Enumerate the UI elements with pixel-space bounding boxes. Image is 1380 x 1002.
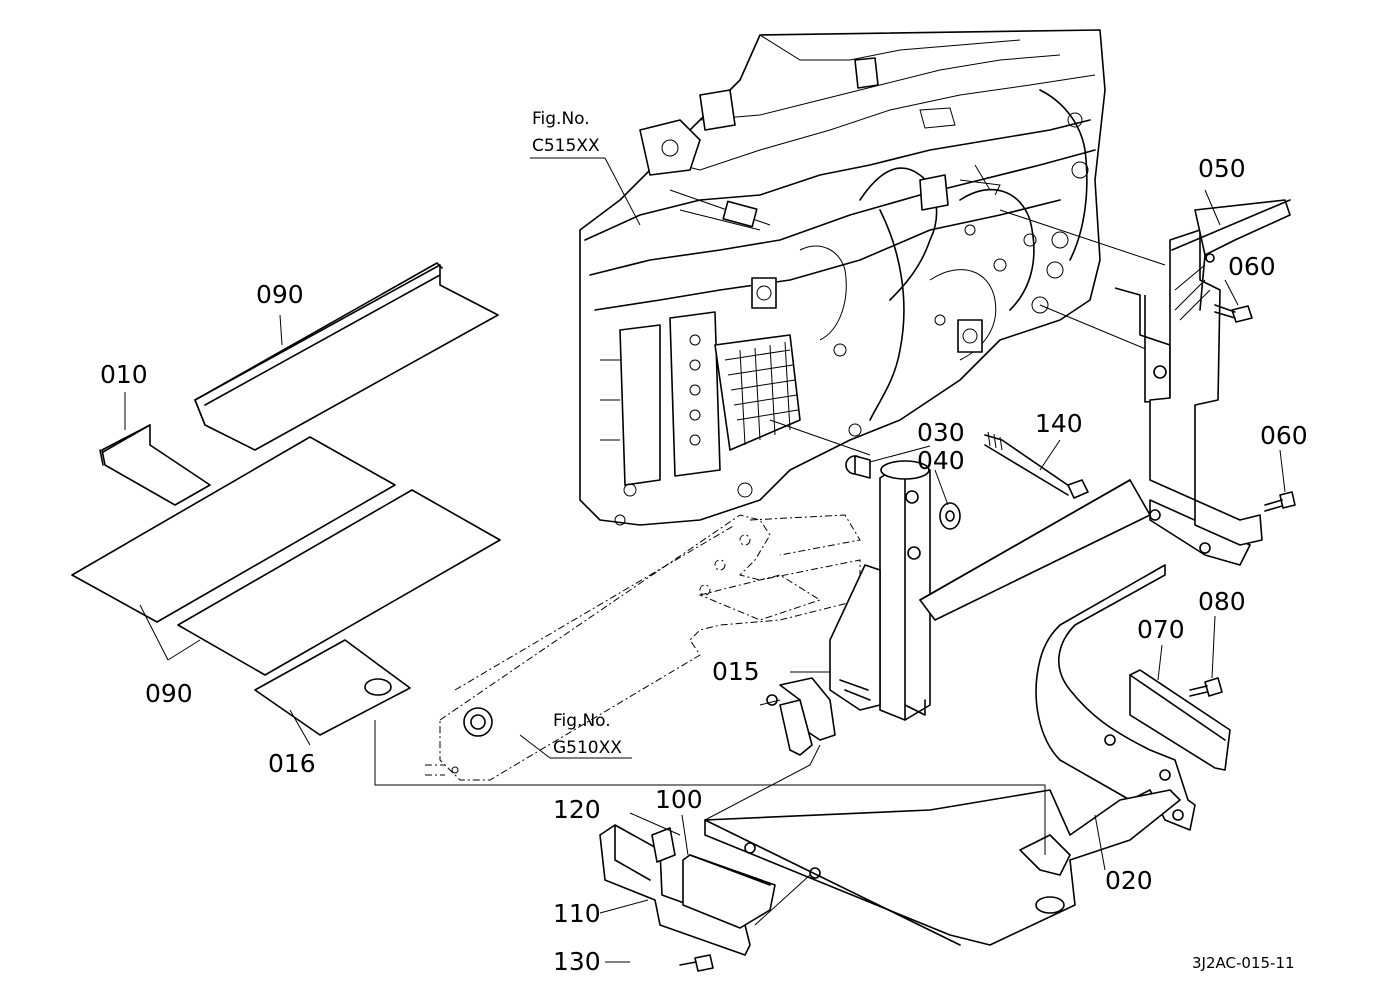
ref-c515xx-line1: Fig.No. (532, 109, 590, 129)
part-090-floor-mat-right (177, 489, 501, 676)
label-010: 010 (100, 360, 148, 389)
label-016: 016 (268, 749, 316, 778)
label-060-upper: 060 (1228, 252, 1276, 281)
part-080-bolt (1189, 677, 1223, 697)
label-015: 015 (712, 657, 760, 686)
label-140: 140 (1035, 409, 1083, 438)
frame-reference (425, 514, 861, 781)
ref-c515xx-line2: C515XX (532, 136, 600, 156)
part-030-spacer (845, 455, 871, 479)
right-long-bar (919, 479, 1251, 621)
label-120: 120 (553, 795, 601, 824)
label-030: 030 (917, 418, 965, 447)
label-130: 130 (553, 947, 601, 976)
drawing-code: 3J2AC-015-11 (1192, 954, 1295, 972)
label-020: 020 (1105, 866, 1153, 895)
label-090-lower: 090 (145, 679, 193, 708)
part-130-bolt (679, 954, 714, 972)
label-040: 040 (917, 446, 965, 475)
label-100: 100 (655, 785, 703, 814)
part-060-bolt-upper (1214, 304, 1253, 323)
part-110-bracket (599, 824, 751, 956)
bottom-floor-plate (704, 789, 1181, 946)
center-support-post (829, 460, 931, 721)
ref-g510xx-line2: G510XX (553, 738, 622, 758)
label-080: 080 (1198, 587, 1246, 616)
part-120-pad (651, 827, 676, 863)
part-100-plate (682, 854, 776, 929)
label-070: 070 (1137, 615, 1185, 644)
part-090-floor-mat-left (71, 436, 396, 623)
label-050: 050 (1198, 154, 1246, 183)
part-016-plate-with-hole (254, 639, 411, 736)
part-070-plate (1129, 669, 1231, 771)
part-090-upper-plate (194, 262, 499, 451)
part-020-side-guard (1035, 564, 1196, 831)
label-060-lower: 060 (1260, 421, 1308, 450)
part-140-bolt (984, 431, 1089, 499)
label-090-upper: 090 (256, 280, 304, 309)
part-015-bracket (759, 677, 871, 756)
ref-g510xx-line1: Fig.No. (553, 711, 611, 731)
part-040-washer (939, 502, 961, 530)
part-060-bolt-lower (1264, 491, 1296, 512)
part-010-small-plate (99, 424, 211, 506)
label-110: 110 (553, 899, 601, 928)
part-050-bracket (1114, 199, 1291, 546)
transmission-housing (579, 29, 1106, 526)
